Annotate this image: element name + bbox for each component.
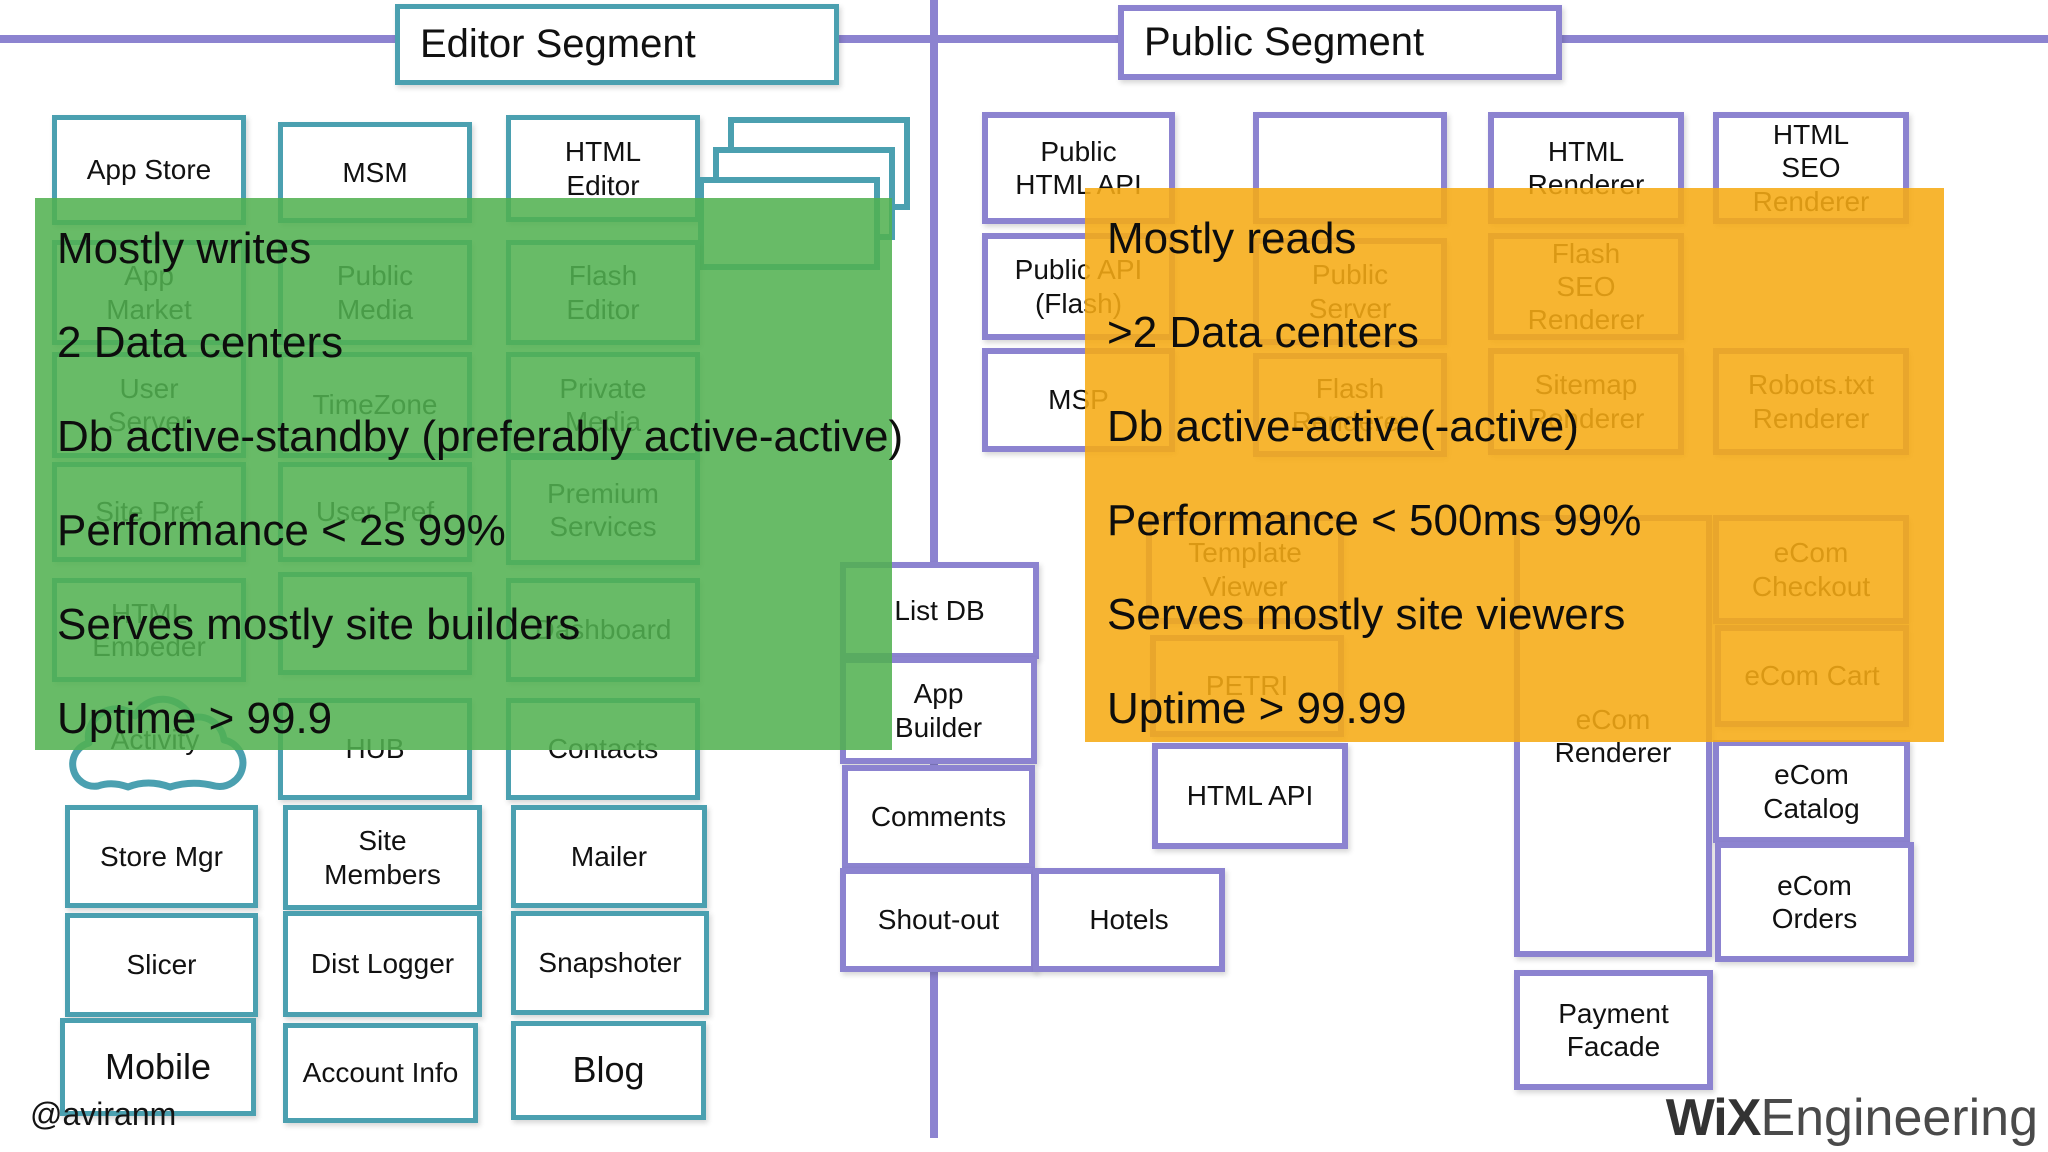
box-hotels: Hotels	[1033, 868, 1225, 972]
note-line: Mostly reads	[1107, 214, 1357, 263]
note-line: Serves mostly site builders	[57, 600, 581, 649]
box-mobile: Mobile	[60, 1018, 256, 1116]
box-payment-facade: Payment Facade	[1514, 970, 1713, 1090]
public-segment-title: Public Segment	[1118, 5, 1562, 80]
box-shout-out: Shout-out	[840, 868, 1037, 972]
box-store-mgr: Store Mgr	[65, 805, 258, 908]
box-ecom-catalog: eCom Catalog	[1713, 740, 1910, 843]
author-handle: @aviranm	[30, 1096, 177, 1132]
note-line: 2 Data centers	[57, 318, 344, 367]
box-mailer: Mailer	[511, 805, 707, 908]
editor-note-overlay: Mostly writes 2 Data centers Db active-s…	[35, 198, 904, 750]
wix-engineering-logo: WiXEngineering	[1666, 1088, 2038, 1148]
box-comments: Comments	[842, 765, 1035, 869]
box-site-members: Site Members	[283, 805, 482, 910]
public-note-overlay: Mostly reads >2 Data centers Db active-a…	[1085, 188, 1944, 742]
box-html-api: HTML API	[1152, 743, 1348, 849]
note-line: Mostly writes	[57, 224, 312, 273]
note-line: Uptime > 99.99	[1107, 684, 1407, 733]
box-blog: Blog	[511, 1021, 706, 1120]
note-line: Uptime > 99.9	[57, 694, 333, 743]
note-line: Db active-standby (preferably active-act…	[57, 412, 904, 461]
note-line: Performance < 2s 99%	[57, 506, 506, 555]
editor-segment-label: Editor Segment	[420, 21, 696, 66]
editor-segment-title: Editor Segment	[395, 4, 839, 85]
logo-bold-text: WiX	[1665, 1089, 1762, 1147]
box-slicer: Slicer	[65, 913, 258, 1017]
note-line: Performance < 500ms 99%	[1107, 496, 1642, 545]
box-account-info: Account Info	[283, 1023, 478, 1123]
box-dist-logger: Dist Logger	[283, 911, 482, 1017]
note-line: Db active-active(-active)	[1107, 402, 1579, 451]
box-snapshoter: Snapshoter	[511, 911, 709, 1015]
segment-divider-horizontal-line	[0, 35, 2048, 43]
public-segment-label: Public Segment	[1144, 19, 1425, 64]
box-ecom-orders: eCom Orders	[1715, 842, 1914, 962]
note-line: Serves mostly site viewers	[1107, 590, 1626, 639]
note-line: >2 Data centers	[1107, 308, 1419, 357]
logo-light-text: Engineering	[1760, 1089, 2038, 1147]
